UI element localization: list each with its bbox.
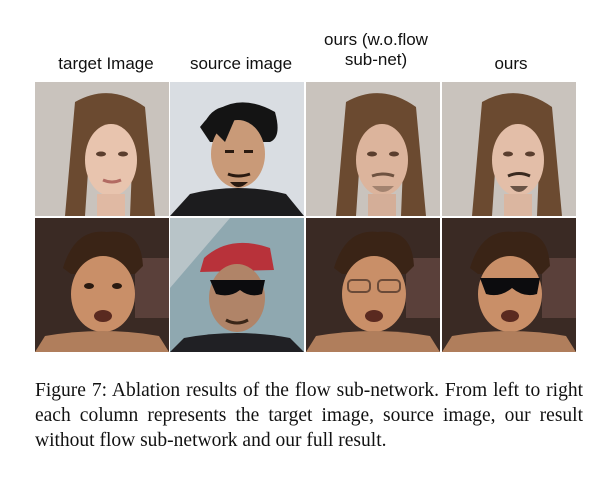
image-row2-source (170, 218, 304, 352)
column-header-target: target Image (58, 54, 154, 73)
image-row2-target (35, 218, 169, 352)
image-row2-ours-wo-flow (306, 218, 440, 352)
figure-caption: Figure 7: Ablation results of the flow s… (35, 380, 583, 451)
image-row2-ours (442, 218, 576, 352)
column-header-source: source image (189, 54, 293, 73)
image-row1-ours (442, 82, 576, 216)
image-row1-target (35, 82, 169, 216)
image-row1-ours-wo-flow (306, 82, 440, 216)
image-row1-source (170, 82, 304, 216)
column-header-ours: ours (494, 54, 528, 73)
column-header-ours-wo-flow: ours (w.o.flow sub-net) (324, 30, 428, 69)
